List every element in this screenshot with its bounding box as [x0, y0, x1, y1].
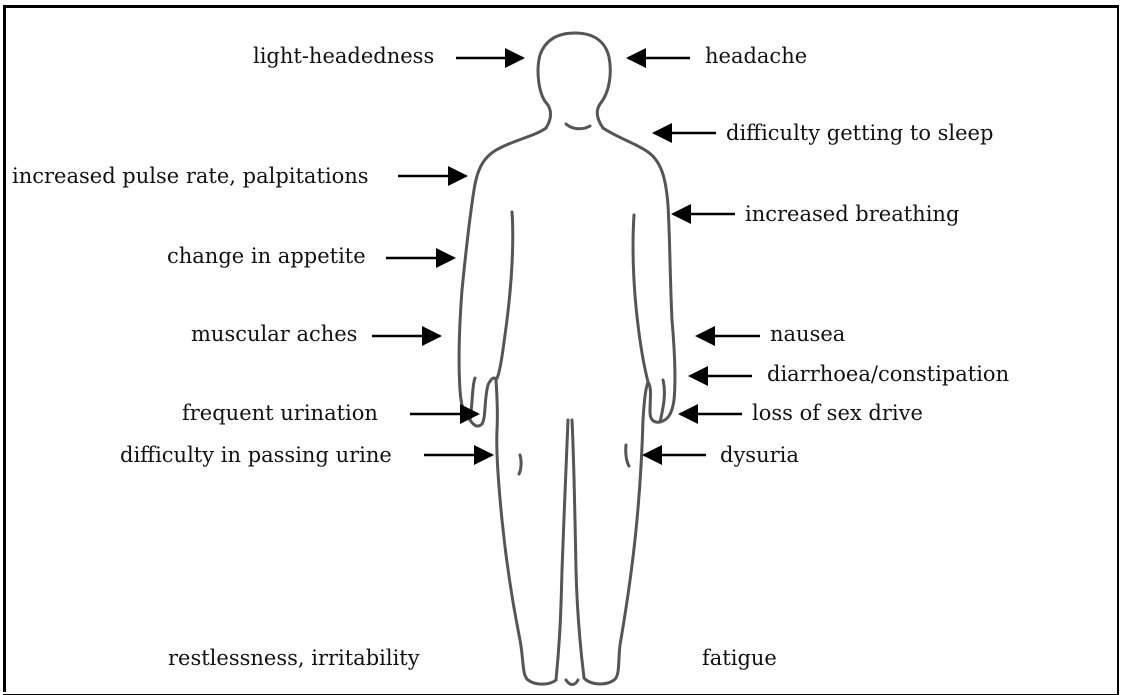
- label-appetite: change in appetite: [167, 246, 366, 267]
- label-headache: headache: [705, 46, 807, 67]
- label-difficulty-sleep: difficulty getting to sleep: [726, 123, 993, 144]
- label-pulse: increased pulse rate, palpitations: [12, 166, 369, 187]
- label-nausea: nausea: [770, 324, 845, 345]
- arrows: [372, 58, 760, 455]
- label-light-headedness: light-headedness: [253, 46, 434, 67]
- human-body-outline: [459, 33, 675, 685]
- label-muscular: muscular aches: [191, 324, 357, 345]
- label-passing-urine: difficulty in passing urine: [120, 445, 392, 466]
- label-diarrhoea: diarrhoea/constipation: [767, 364, 1009, 385]
- label-dysuria: dysuria: [720, 445, 799, 466]
- label-fatigue: fatigue: [702, 648, 777, 669]
- label-urination: frequent urination: [182, 403, 378, 424]
- label-sex-drive: loss of sex drive: [752, 403, 923, 424]
- label-breathing: increased breathing: [745, 204, 959, 225]
- label-restlessness: restlessness, irritability: [168, 648, 420, 669]
